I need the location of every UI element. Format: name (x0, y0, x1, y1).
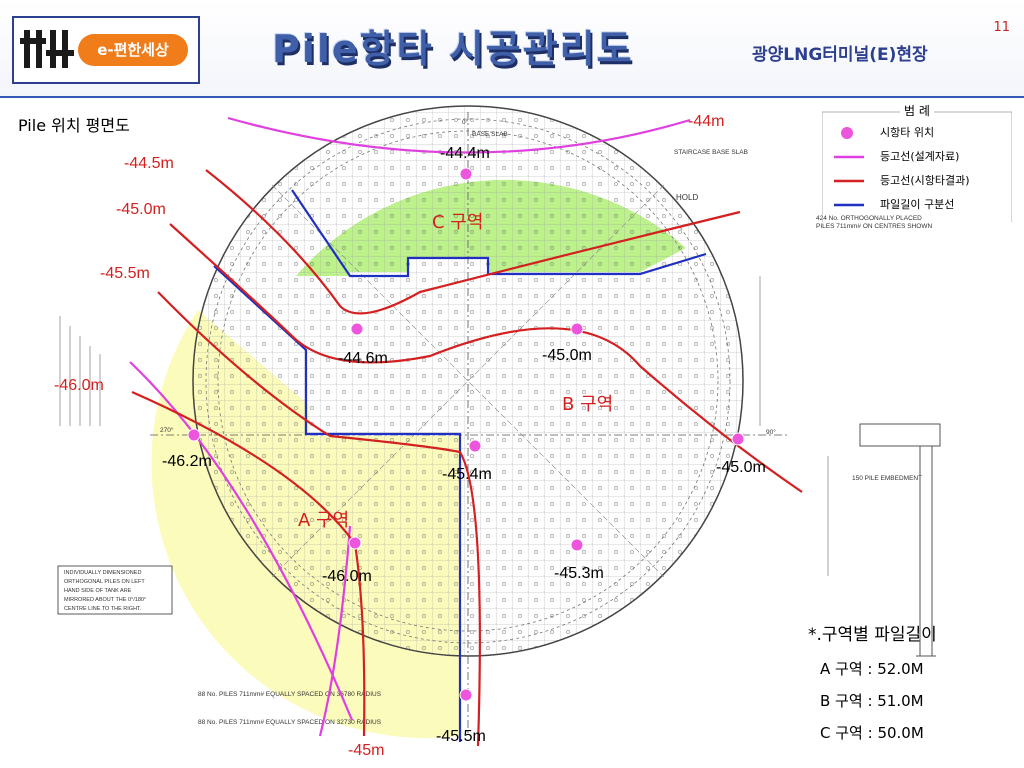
left-note-line: ORTHOGONAL PILES ON LEFT (64, 579, 145, 585)
contour-design-45-left (129, 361, 354, 721)
pile-depth-label: -44.6m (338, 350, 388, 367)
pile-plan-drawing: 0° BASE SLAB STAIRCASE BASE SLAB HOLD 42… (54, 105, 941, 759)
zone-c-boundary (291, 189, 707, 278)
legend-row: 등고선(시항타결과) (822, 170, 1012, 190)
pile-depth-label: -46.2m (162, 453, 212, 470)
header-divider (0, 96, 1024, 98)
base-slab-note: BASE SLAB (472, 131, 508, 138)
pile-depth-label: -45.0m (542, 347, 592, 364)
hold-note: HOLD (676, 193, 698, 202)
deg270-note: 270° (160, 426, 174, 434)
contour-label: -46.0m (54, 377, 104, 394)
page-number: 11 (993, 20, 1010, 35)
contour-design-44 (227, 116, 691, 154)
staircase-note: STAIRCASE BASE SLAB (674, 149, 748, 156)
pile-length-zone: C 구역 (820, 724, 863, 742)
line-icon (834, 155, 864, 159)
contour-result-45-5 (157, 291, 481, 747)
zone-labels: C 구역 B 구역 A 구역 (298, 212, 613, 531)
pile-length-row: B 구역 : 51.0M (820, 692, 924, 710)
bottom-note-1: 88 No. PILES 711mm# EQUALLY SPACED ON 36… (198, 691, 382, 698)
left-note-box: INDIVIDUALLY DIMENSIONED ORTHOGONAL PILE… (57, 565, 173, 615)
pile-detail-drawing (859, 423, 941, 657)
zone-b-label: B 구역 (562, 394, 613, 415)
legend-label: 등고선(시항타결과) (880, 174, 970, 187)
legend-frame (822, 111, 1012, 222)
section-label: Pile 위치 평면도 (18, 116, 130, 135)
tank-foundation (59, 105, 829, 736)
zone-c-label: C 구역 (432, 212, 483, 233)
pile-length-row: A 구역 : 52.0M (820, 660, 924, 678)
pile-length-summary: *.구역별 파일길이 A 구역 : 52.0M B 구역 : 51.0M C 구… (800, 618, 1010, 748)
pile-length-zone: A 구역 (820, 660, 863, 678)
design-contours (129, 116, 691, 737)
pile-depth-label: -45.0m (716, 459, 766, 476)
legend-title: 범 례 (904, 104, 930, 118)
contour-design-45-bottom (318, 525, 352, 737)
contour-label: -45.5m (100, 265, 150, 282)
test-pile-marker (570, 322, 584, 336)
test-pile-marker (570, 538, 584, 552)
pile-depth-label: -45.5m (436, 728, 486, 745)
test-pile-marker (468, 439, 482, 453)
deg90-note: 90° (766, 428, 776, 436)
contour-label: -45m (348, 742, 384, 759)
contour-label: -44m (688, 113, 724, 130)
dot-icon (841, 127, 853, 139)
contour-labels: -44m -44.5m -45.0m -45.5m -46.0m -45m (54, 113, 724, 759)
contour-label: -45.0m (116, 201, 166, 218)
legend-label: 파일길이 구분선 (880, 198, 955, 211)
pile-depth-label: -45.4m (442, 466, 492, 483)
zone-a-label: A 구역 (298, 510, 349, 531)
deg0-note: 0° (462, 118, 469, 126)
left-note-line: HAND SIDE OF TANK ARE (64, 588, 132, 594)
drawing-notes: 0° BASE SLAB STAIRCASE BASE SLAB HOLD 42… (160, 118, 932, 726)
test-pile-marker (459, 688, 473, 702)
brand-mark-icon (20, 30, 74, 68)
pile-depth-label: -46.0m (322, 568, 372, 585)
test-pile-labels: -44.4m -44.6m -45.0m -46.2m -45.4m -45.0… (162, 145, 766, 745)
test-pile-markers (187, 167, 745, 702)
orthogonal-note: 424 No. ORTHOGONALLY PLACED (816, 215, 922, 222)
company-logo: e-편한세상 (12, 16, 200, 84)
legend-row: 파일길이 구분선 (822, 194, 1012, 214)
contour-label: -44.5m (124, 155, 174, 172)
pile-depth-label: -45.3m (554, 565, 604, 582)
line-icon (834, 179, 864, 183)
site-name: 광양LNG터미널(E)현장 (752, 45, 928, 65)
pile-depth-label: -44.4m (440, 145, 490, 162)
pile-length-value: 50.0M (877, 724, 924, 742)
legend: 범 례 시항타 위치 등고선(설계자료) 등고선(시항타결과) 파일길이 구분선 (822, 102, 1012, 222)
left-note-line: CENTRE LINE TO THE RIGHT. (64, 606, 142, 612)
test-pile-marker (459, 167, 473, 181)
pile-length-zone: B 구역 (820, 692, 863, 710)
test-pile-marker (350, 322, 364, 336)
pile-length-boundaries (213, 189, 707, 742)
pile-length-value: 51.0M (877, 692, 924, 710)
legend-label: 등고선(설계자료) (880, 150, 960, 163)
pile-length-value: 52.0M (877, 660, 924, 678)
legend-label: 시항타 위치 (880, 126, 935, 139)
embed-note: 150 PILE EMBEDMENT (852, 475, 922, 482)
left-note-line: INDIVIDUALLY DIMENSIONED (64, 570, 141, 576)
line-icon (834, 203, 864, 207)
test-pile-marker (348, 536, 362, 550)
pile-length-heading: *.구역별 파일길이 (808, 625, 937, 645)
logo-wordmark: e-편한세상 (78, 34, 188, 66)
test-pile-marker (187, 428, 201, 442)
legend-row: 등고선(설계자료) (822, 146, 1012, 166)
orthogonal-note-2: PILES 711mm# ON CENTRES SHOWN (816, 223, 932, 230)
test-pile-marker (731, 432, 745, 446)
contour-result-44-5 (205, 169, 741, 315)
contour-result-45-0 (169, 223, 803, 493)
page-title: Pile항타 시공관리도 (272, 27, 634, 71)
slide-header: e-편한세상 Pile항타 시공관리도 광양LNG터미널(E)현장 11 (0, 0, 1024, 96)
pile-length-row: C 구역 : 50.0M (820, 724, 924, 742)
zone-a-boundary (213, 265, 462, 742)
legend-row: 시항타 위치 (822, 122, 1012, 142)
bottom-note-2: 88 No. PILES 711mm# EQUALLY SPACED ON 32… (198, 719, 382, 726)
left-note-line: MIRRORED ABOUT THE 0°/180° (64, 597, 146, 603)
